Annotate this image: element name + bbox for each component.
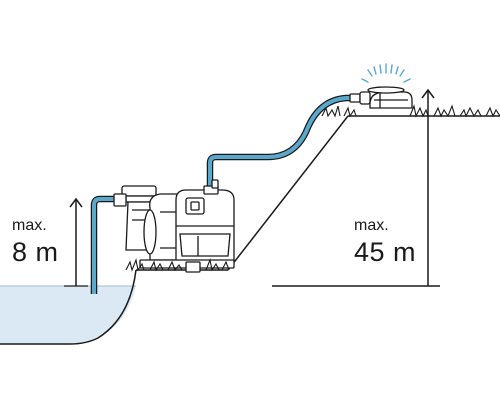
grass-tufts xyxy=(125,104,500,272)
garden-pump xyxy=(113,179,235,273)
suction-hose xyxy=(90,195,130,294)
suction-height-arrow xyxy=(64,197,88,287)
delivery-height-prefix: max. xyxy=(354,217,389,234)
suction-height-prefix: max. xyxy=(12,217,47,234)
suction-height-value: 8 m xyxy=(12,237,59,267)
sprinkler-spray xyxy=(361,63,411,83)
delivery-hose xyxy=(206,94,360,190)
delivery-height-arrow xyxy=(272,88,440,287)
delivery-height-value: 45 m xyxy=(354,237,417,267)
delivery-height-label: max. 45 m xyxy=(354,218,416,266)
lawn-sprinkler xyxy=(349,86,413,109)
suction-height-label: max. 8 m xyxy=(12,218,59,266)
water-reservoir xyxy=(0,269,137,345)
